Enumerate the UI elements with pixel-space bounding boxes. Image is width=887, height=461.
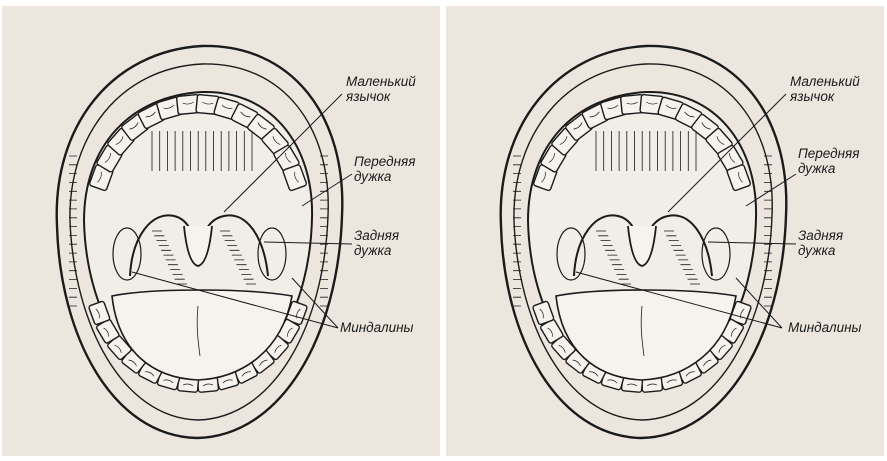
label-anterior-arch: Передняя дужка — [798, 146, 859, 176]
label-posterior-arch: Задняя дужка — [354, 228, 399, 258]
label-tonsils: Миндалины — [340, 320, 414, 335]
label-tonsils: Миндалины — [788, 320, 862, 335]
label-uvula: Маленький язычок — [346, 74, 416, 104]
label-anterior-arch: Передняя дужка — [354, 154, 415, 184]
mouth-diagram-right: Маленький язычок Передняя дужка Задняя д… — [446, 6, 884, 456]
label-posterior-arch: Задняя дужка — [798, 228, 843, 258]
mouth-diagram-left: Маленький язычок Передняя дужка Задняя д… — [2, 6, 440, 456]
label-uvula: Маленький язычок — [790, 74, 860, 104]
